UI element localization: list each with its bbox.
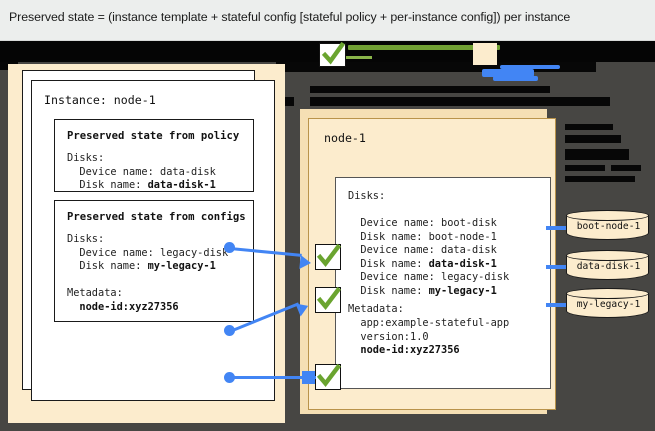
check-badge-header [319, 41, 346, 67]
blue-mark [500, 65, 560, 69]
disk-cylinder-icon [565, 249, 649, 261]
redaction-bar [565, 124, 613, 130]
policy-card-body: Disks: Device name: data-disk Disk name:… [67, 152, 216, 191]
check-mark-icon [321, 41, 345, 65]
instance-label: Instance: node-1 [44, 93, 156, 107]
connector-dot-data-disk [224, 242, 235, 253]
redaction-bar [310, 86, 550, 93]
connector-square-end [302, 371, 315, 384]
green-accent-rule [348, 45, 500, 50]
disk-link-data [546, 265, 570, 269]
disk-cylinder-icon [565, 209, 649, 221]
disk-link-legacy [546, 303, 570, 307]
connector-dot-node-id [224, 372, 235, 383]
disk-label: my-legacy-1 [576, 299, 641, 310]
cream-chip [473, 43, 497, 65]
check-mark-icon [316, 243, 342, 268]
caption-bar: Preserved state = (instance template + s… [0, 0, 655, 41]
green-accent-rule-thin [340, 56, 372, 59]
blue-mark [493, 76, 538, 81]
check-badge-node-id [315, 363, 342, 390]
node-metadata-body: app:example-stateful-app version:1.0 nod… [360, 317, 510, 356]
arrow-right-icon [299, 255, 312, 271]
redaction-bar [565, 165, 605, 171]
redaction-bar [565, 176, 635, 182]
disk-cylinder-icon [565, 287, 649, 299]
node-disks-heading: Disks: [348, 190, 386, 202]
node-metadata-heading: Metadata: [348, 303, 404, 315]
redaction-bar [276, 62, 596, 72]
check-badge-data-disk [315, 243, 342, 270]
disk-link-boot [546, 226, 570, 230]
check-mark-icon [316, 286, 342, 311]
node-disks-body: Device name: boot-disk Disk name: boot-n… [360, 217, 510, 297]
caption-text: Preserved state = (instance template + s… [9, 10, 571, 24]
redaction-bar [565, 135, 621, 143]
node-panel: node-1 Disks: Device name: boot-disk Dis… [308, 118, 556, 410]
disk-label: boot-node-1 [576, 221, 641, 232]
node-label: node-1 [324, 131, 366, 145]
disk-cylinder-data-disk-1: data-disk-1 [565, 249, 649, 280]
node-details-card: Disks: Device name: boot-disk Disk name:… [335, 177, 551, 389]
policy-card-heading: Preserved state from policy [67, 130, 240, 142]
redaction-bar [611, 165, 641, 171]
instance-card: Instance: node-1 Preserved state from po… [31, 80, 275, 401]
configs-card-body: Disks: Device name: legacy-disk Disk nam… [67, 233, 229, 313]
disk-cylinder-my-legacy-1: my-legacy-1 [565, 287, 649, 318]
blue-mark [482, 69, 534, 77]
connector-line-node-id [230, 376, 316, 379]
preserved-state-policy-card: Preserved state from policy Disks: Devic… [54, 119, 254, 192]
redaction-bar [565, 149, 629, 160]
check-badge-legacy-disk [315, 286, 342, 313]
configs-card-heading: Preserved state from configs [67, 211, 246, 223]
redaction-bar [310, 97, 610, 106]
disk-label: data-disk-1 [576, 261, 641, 272]
preserved-state-configs-card: Preserved state from configs Disks: Devi… [54, 200, 254, 322]
disk-cylinder-boot-node-1: boot-node-1 [565, 209, 649, 240]
check-mark-icon [316, 363, 342, 388]
